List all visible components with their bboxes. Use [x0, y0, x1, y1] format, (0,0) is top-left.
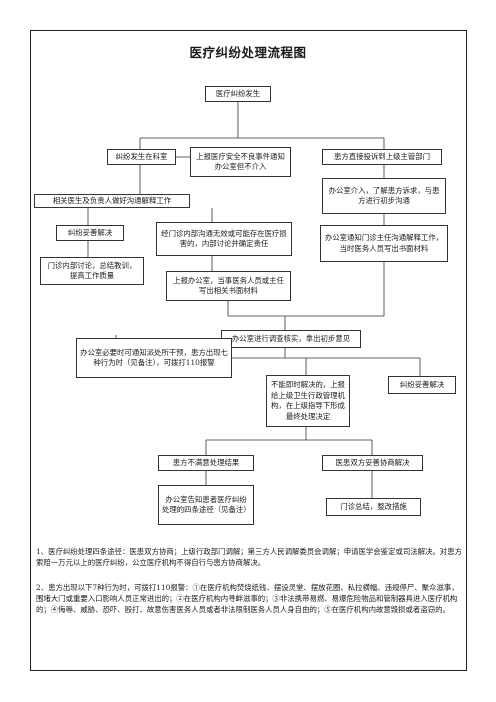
node-patient-complaint: 患方直接投诉到上级主管部门: [322, 149, 442, 165]
node-report-office: 上报办公室，当事医务人员或主任写出相关书面材料: [166, 271, 291, 301]
node-internal-summary: 门诊内部讨论，总结教训，提高工作质量: [40, 257, 144, 285]
node-dispute-occur: 医疗纠纷发生: [205, 86, 271, 102]
note-seven-behaviors: 2、患方出现以下7种行为时，可拨打110报警：①在医疗机构焚烧纸钱、摆设灵堂、摆…: [36, 583, 459, 614]
node-rectification: 门诊总结，整改措施: [326, 498, 421, 516]
node-dispute-in-department: 纠纷发生在科室: [107, 149, 176, 165]
node-patient-unsatisfied: 患方不满意处理结果: [158, 455, 254, 471]
node-office-notify-director: 办公室通知门诊主任沟通解释工作，当时医务人员写出书面材料: [320, 225, 448, 262]
node-office-intervene: 办公室介入，了解患方诉求，与患方进行初步沟通: [322, 178, 446, 214]
node-escalate: 不能即时解决的，上报给上级卫生行政管理机构，在上级指导下形成最终处理决定: [266, 375, 350, 427]
node-police: 办公室必要时可通知派处所干预，患方出现七种行为时（见备注），可拨打110报警: [76, 338, 232, 378]
node-resolved-2: 纠纷妥善解决: [388, 376, 456, 394]
node-negotiated-resolution: 医患双方妥善协商解决: [322, 455, 423, 471]
page-title: 医疗纠纷处理流程图: [189, 45, 307, 60]
node-report-adverse-event: 上报医疗安全不良事件通知办公室但不介入: [190, 147, 291, 177]
node-office-investigate: 办公室进行调查核实，拿出初步意见: [221, 330, 361, 348]
node-resolved-1: 纠纷妥善解决: [56, 225, 124, 241]
note-four-ways: 1、医疗纠纷处理四条途径：医患双方协商；上级行政部门调解；第三方人民调解委员会调…: [36, 547, 462, 567]
node-internal-unresolved: 经门诊内部沟通无效或可能存在医疗损害的，内部讨论并确定责任: [156, 222, 292, 256]
page-border: [30, 30, 467, 671]
node-doctor-communication: 相关医生及负责人做好沟通解释工作: [34, 194, 190, 208]
node-inform-four-ways: 办公室告知患者医疗纠纷处理的四条途径（见备注）: [158, 485, 254, 525]
